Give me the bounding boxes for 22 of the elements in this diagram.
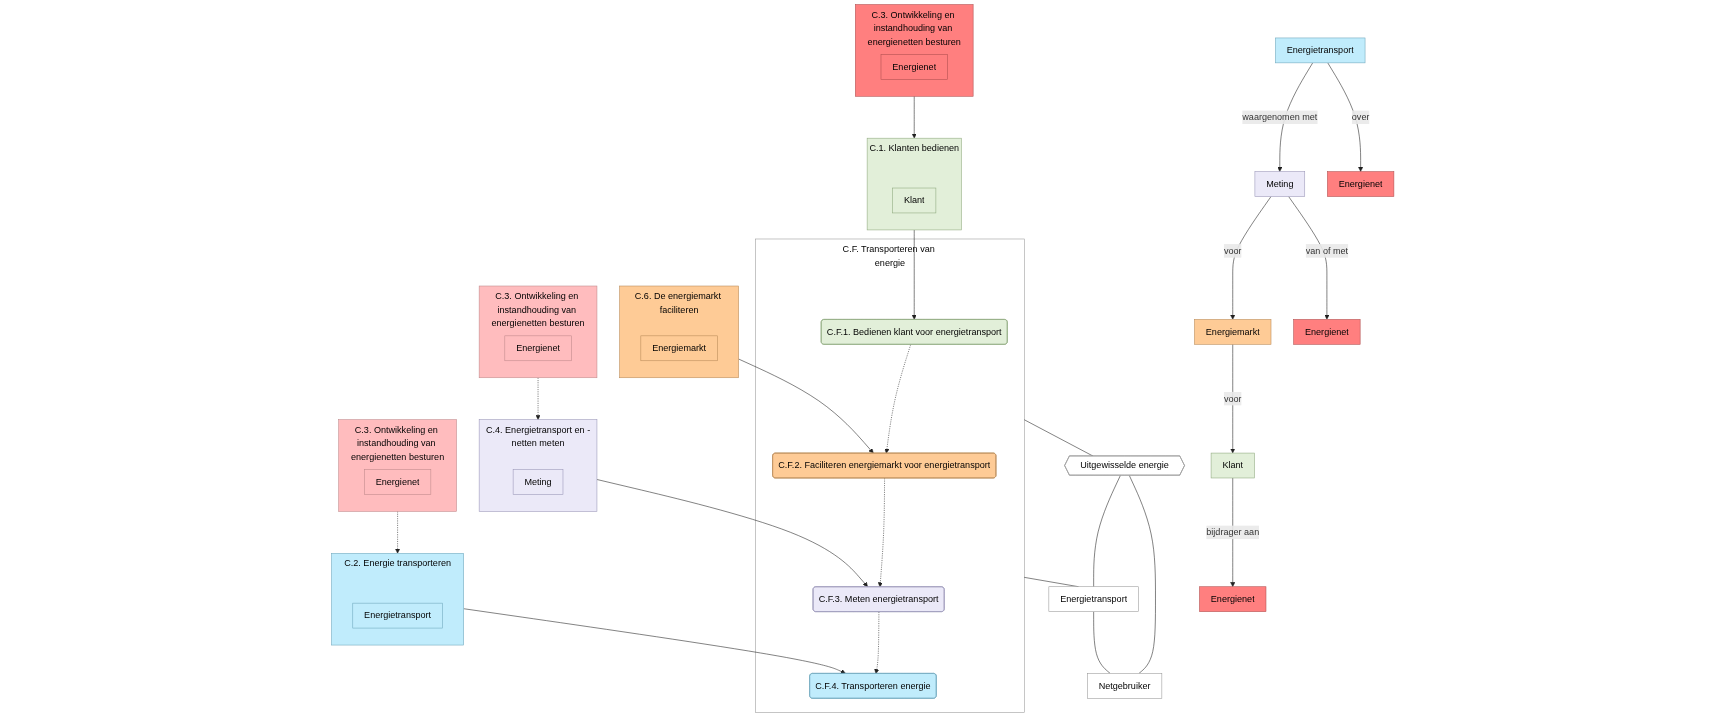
node-box: Meting: [1254, 171, 1305, 197]
node-box: Netgebruiker: [1086, 673, 1162, 699]
node-box: Energienet: [1293, 319, 1361, 345]
node-box: Energienet: [880, 54, 948, 80]
node-box: Klant: [1210, 452, 1255, 479]
node-box: Energietransport: [352, 602, 443, 629]
edge-label: bijdrager aan: [1206, 527, 1259, 537]
node-box: Energietransport: [1048, 586, 1139, 612]
edge-label: voor: [1223, 393, 1242, 404]
node-box: Energienet: [363, 469, 431, 495]
edge-label: over: [1351, 112, 1370, 122]
edge-label: waargenomen met: [1242, 112, 1318, 122]
edge-label: voor: [1223, 245, 1242, 256]
node-box: Energienet: [1199, 586, 1267, 612]
node-box: Energienet: [1326, 171, 1394, 197]
node-box: Energienet: [504, 335, 572, 362]
edge-label: van of met: [1305, 245, 1348, 256]
node-box: Energiemarkt: [1193, 319, 1272, 345]
node-box: Meting: [512, 469, 564, 495]
node-box: Energiemarkt: [640, 335, 718, 362]
node-box: Klant: [892, 187, 936, 214]
node-box: Energietransport: [1274, 37, 1366, 64]
